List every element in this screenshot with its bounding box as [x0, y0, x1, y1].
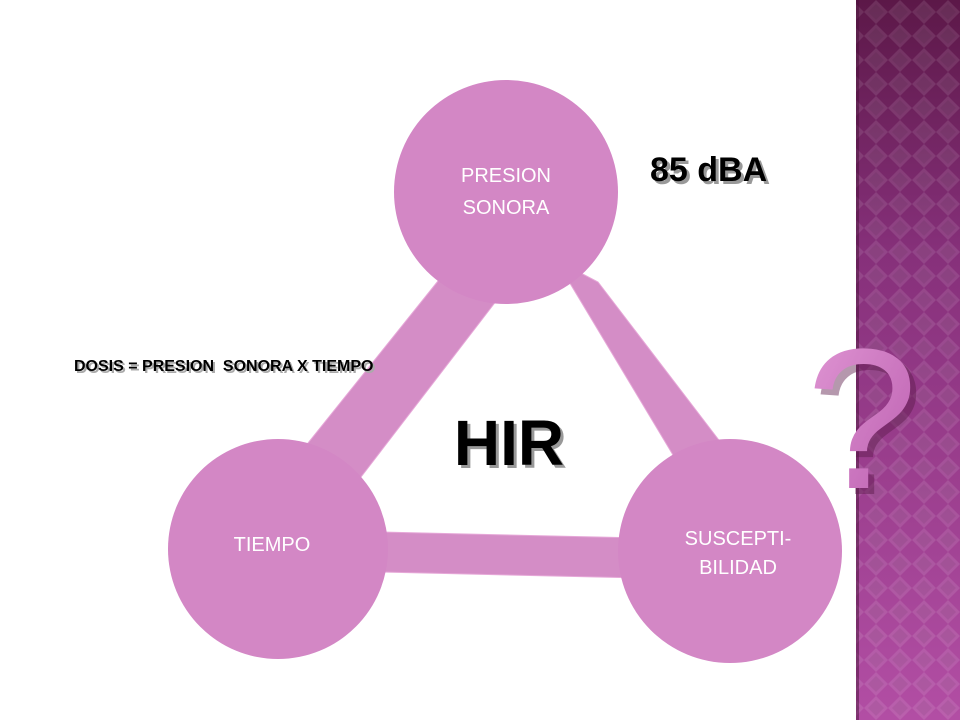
formula-label-shadow: DOSIS = PRESION SONORA X TIEMPO — [76, 360, 375, 377]
node-right-line2: BILIDAD — [699, 557, 777, 579]
node-top: PRESION SONORA — [394, 80, 618, 304]
formula-label: DOSIS = PRESION SONORA X TIEMPO — [74, 358, 373, 375]
center-label-shadow: HIR — [457, 410, 567, 482]
question-mark-shadow: ? — [812, 314, 923, 537]
question-mark: ? — [806, 308, 917, 531]
threshold-label: 85 dBA — [650, 151, 767, 189]
node-left: TIEMPO — [168, 439, 388, 659]
node-right: SUSCEPTI- BILIDAD — [618, 439, 842, 663]
connector-bottom — [379, 531, 641, 579]
node-top-line1: PRESION — [461, 165, 551, 187]
side-panel — [856, 0, 960, 720]
center-label: HIR — [454, 407, 564, 479]
node-top-line2: SONORA — [463, 197, 550, 219]
node-left-label: TIEMPO — [234, 534, 311, 556]
node-right-line1: SUSCEPTI- — [685, 528, 792, 550]
threshold-label-shadow: 85 dBA — [653, 154, 770, 192]
